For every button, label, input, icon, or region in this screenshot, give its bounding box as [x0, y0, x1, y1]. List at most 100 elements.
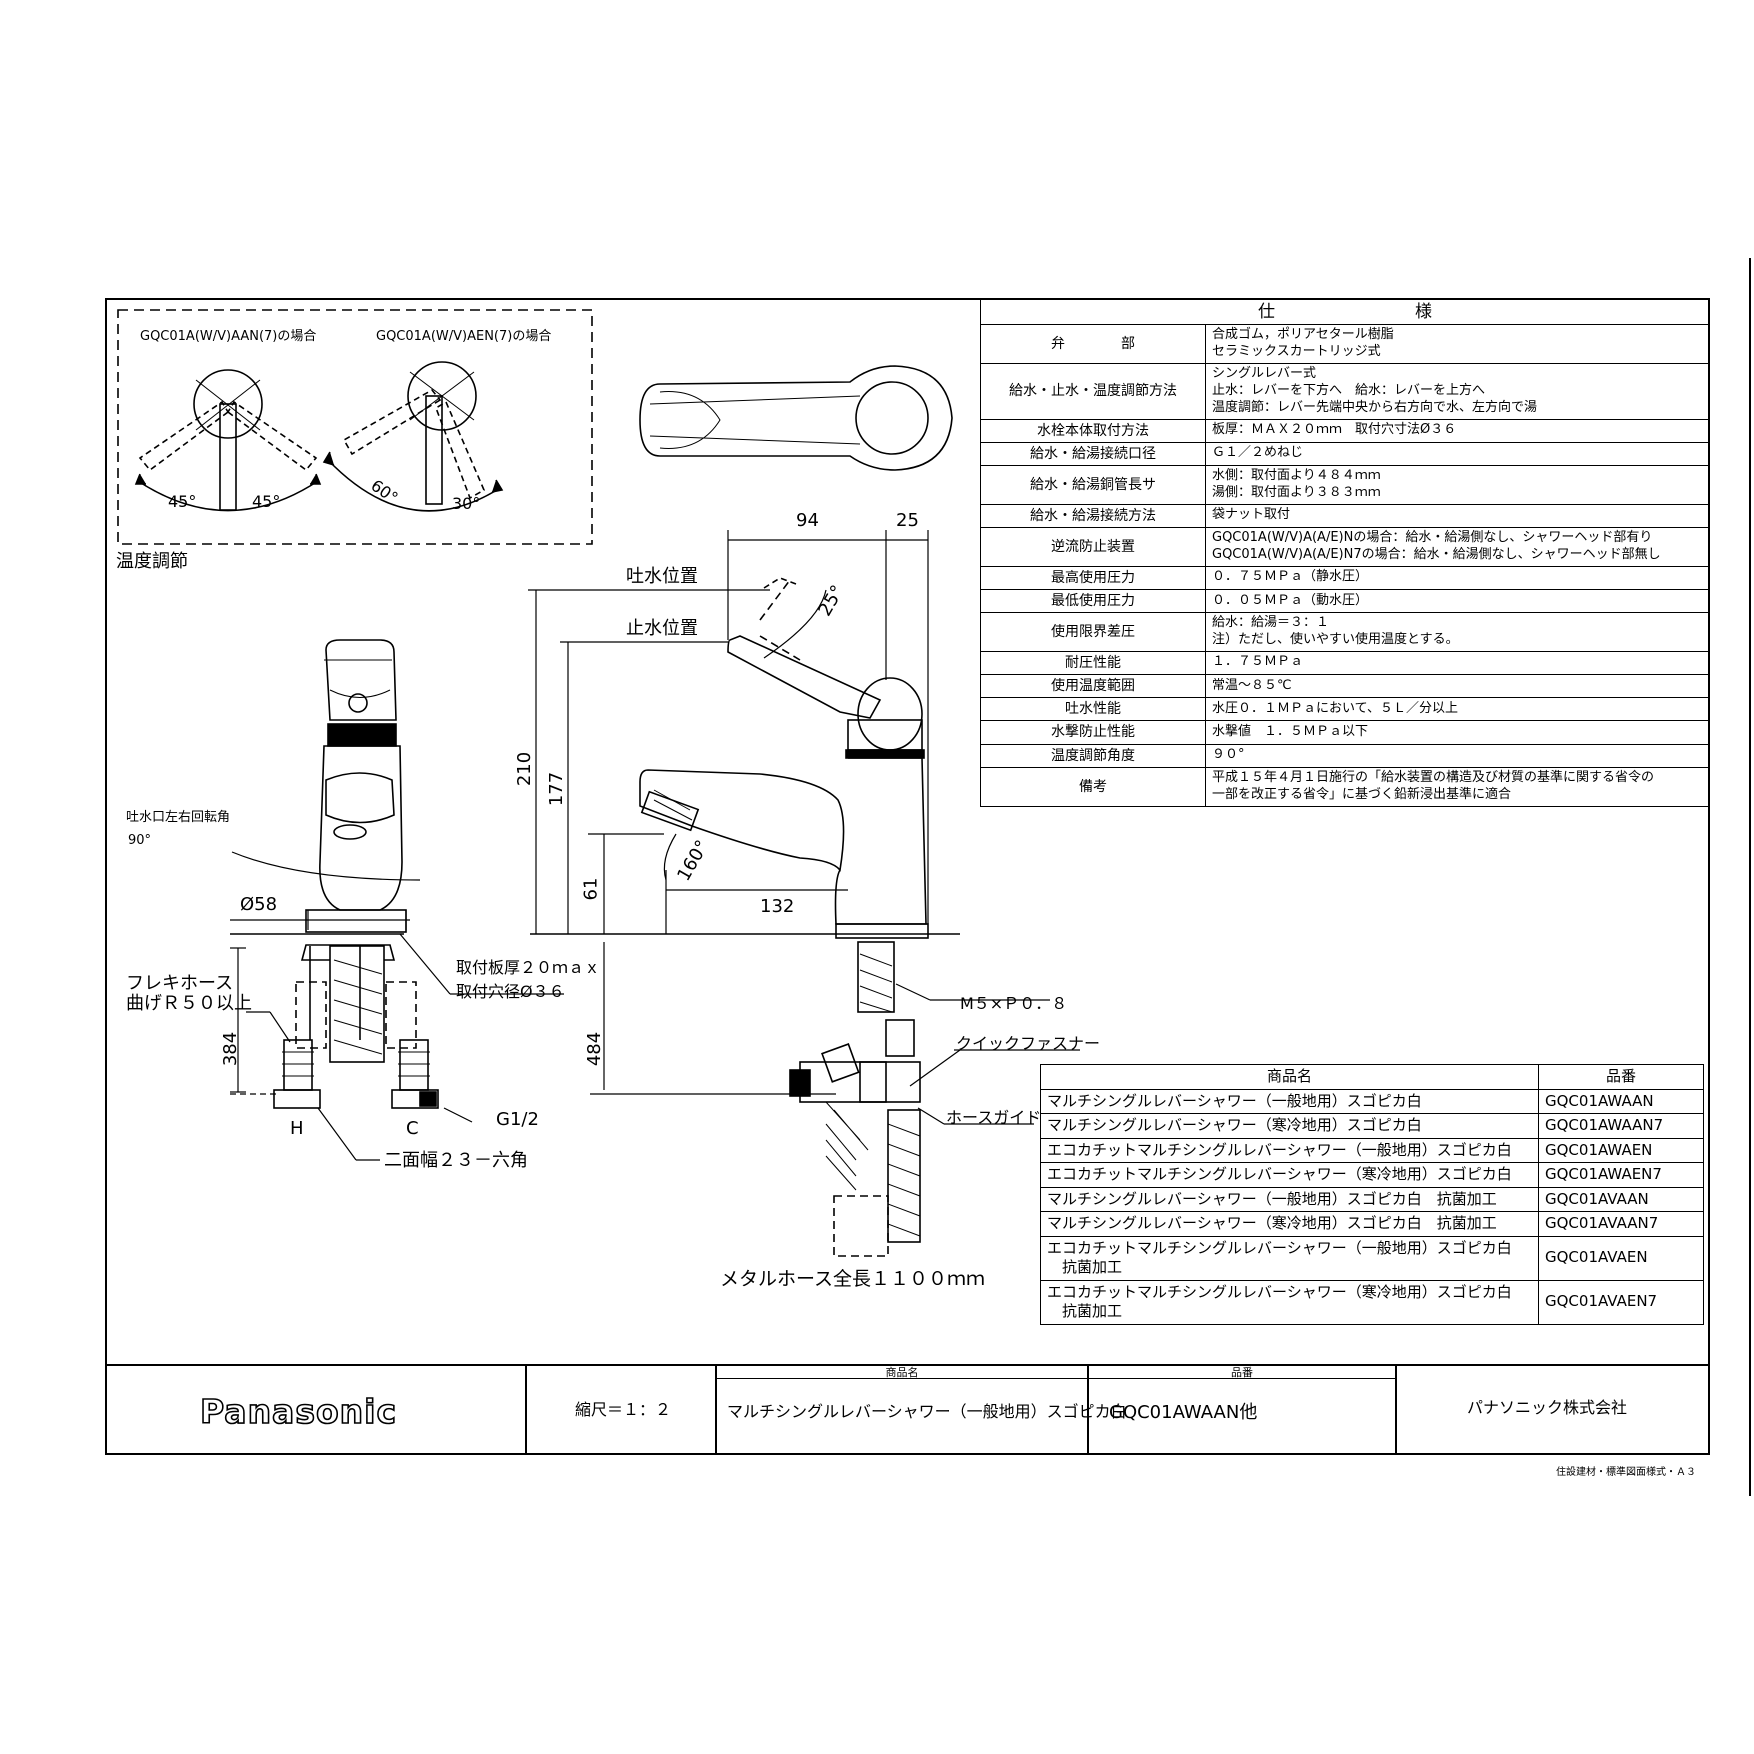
company-name: パナソニック株式会社 — [1467, 1398, 1628, 1417]
spout-on-label: 吐水位置 — [626, 566, 698, 587]
product-row-name: エコカチットマルチシングルレバーシャワー（寒冷地用）スゴピカ白 — [1040, 1162, 1539, 1188]
dim-94: 94 — [796, 510, 819, 531]
front-view-faucet-icon — [230, 639, 439, 1109]
dim-132: 132 — [760, 896, 795, 917]
spec-value-line: GQC01A(W/V)A(A/E)Nの場合：給水・給湯側なし、シャワーヘッド部有… — [1212, 529, 1653, 545]
side-view-faucet-icon — [530, 577, 960, 1257]
spec-row: 水撃防止性能水撃値 １．５ＭＰａ以下 — [980, 720, 1710, 745]
spec-key: 温度調節角度 — [980, 743, 1206, 768]
dim-177: 177 — [546, 771, 568, 807]
scale-label: 縮尺＝１：２ — [575, 1400, 672, 1419]
spec-value: ０．７５ＭＰａ（静水圧） — [1205, 565, 1710, 590]
spec-value: 板厚：ＭＡＸ２０ｍｍ 取付穴寸法Ø３６ — [1205, 418, 1710, 443]
spec-value-line: 平成１５年４月１日施行の「給水装置の構造及び材質の基準に関する省令の — [1212, 769, 1655, 785]
spec-value-line: 湯側：取付面より３８３ｍｍ — [1212, 484, 1381, 500]
rotation-value: 90° — [128, 833, 152, 848]
product-row-code: GQC01AWAEN — [1538, 1137, 1704, 1163]
product-row-name: エコカチットマルチシングルレバーシャワー（寒冷地用）スゴピカ白 抗菌加工 — [1040, 1279, 1539, 1325]
temperature-adjust-label: 温度調節 — [116, 551, 188, 572]
variant-right-caption: GQC01A(W/V)AEN(7)の場合 — [376, 329, 552, 344]
spec-value-line: ０．７５ＭＰａ（静水圧） — [1212, 569, 1369, 585]
hex-label: 二面幅２３－六角 — [384, 1150, 528, 1171]
spec-value: 常温～８５℃ — [1205, 674, 1710, 699]
dim-58: Ø58 — [240, 894, 278, 915]
spec-value: 袋ナット取付 — [1205, 503, 1710, 528]
spec-value-line: 水側：取付面より４８４ｍｍ — [1212, 467, 1381, 483]
spec-key: 給水・給湯銅管長サ — [980, 464, 1206, 505]
spec-row: 使用温度範囲常温～８５℃ — [980, 674, 1710, 699]
side-view-dimensions — [528, 530, 1080, 1125]
dim-384: 384 — [220, 1031, 242, 1067]
metal-hose-length-label: メタルホース全長１１００ｍｍ — [720, 1268, 986, 1290]
product-code-head: 品番 — [1089, 1364, 1395, 1379]
spout-off-label: 止水位置 — [626, 618, 698, 639]
drawing-frame — [105, 298, 1710, 1455]
dim-25: 25 — [896, 510, 919, 531]
dim-61: 61 — [580, 877, 602, 901]
front-view-dimensions — [230, 851, 564, 1161]
mount-hole-label: 取付穴径Ø３６ — [456, 982, 565, 1001]
spec-row: 備考平成１５年４月１日施行の「給水装置の構造及び材質の基準に関する省令の一部を改… — [980, 766, 1710, 807]
spec-value-line: 常温～８５℃ — [1212, 677, 1292, 693]
title-block: Panasonic 縮尺＝１：２ 商品名 マルチシングルレバーシャワー（一般地用… — [105, 1364, 1710, 1454]
spec-value-line: 板厚：ＭＡＸ２０ｍｍ 取付穴寸法Ø３６ — [1212, 422, 1457, 438]
product-row-name: エコカチットマルチシングルレバーシャワー（一般地用）スゴピカ白 抗菌加工 — [1040, 1235, 1539, 1281]
spec-key: 弁 部 — [980, 324, 1206, 364]
spec-value: １．７５ＭＰａ — [1205, 650, 1710, 676]
spec-value: GQC01A(W/V)A(A/E)Nの場合：給水・給湯側なし、シャワーヘッド部有… — [1205, 526, 1710, 567]
lever-variant-aen-icon — [322, 361, 504, 512]
lever-variant-aan-icon — [134, 369, 322, 512]
angle-label: 45° — [168, 492, 197, 511]
product-table-name-header: 商品名 — [1040, 1064, 1539, 1090]
dim-210: 210 — [514, 751, 536, 787]
product-table-code-header: 品番 — [1538, 1064, 1704, 1090]
product-row-name: マルチシングルレバーシャワー（寒冷地用）スゴピカ白 抗菌加工 — [1040, 1211, 1539, 1237]
spec-value-line: 給水：給湯＝３：１ — [1212, 615, 1330, 631]
spec-value: Ｇ１／２めねじ — [1205, 441, 1710, 466]
spec-value-line: ０．０５ＭＰａ（動水圧） — [1212, 592, 1369, 608]
rotation-label: 吐水口左右回転角 — [126, 810, 231, 825]
spec-value-line: 注）ただし、使いやすい使用温度とする。 — [1212, 631, 1459, 647]
dim-484: 484 — [584, 1031, 606, 1067]
spec-key: 最高使用圧力 — [980, 565, 1206, 590]
product-row-code: GQC01AWAEN7 — [1538, 1162, 1704, 1188]
spec-value-line: セラミックスカートリッジ式 — [1212, 343, 1381, 359]
m5-thread-label: M５×Ｐ０．８ — [960, 994, 1068, 1013]
spec-key: 給水・止水・温度調節方法 — [980, 362, 1206, 420]
spec-row: 給水・給湯接続方法袋ナット取付 — [980, 503, 1710, 528]
spec-value-line: Ｇ１／２めねじ — [1212, 445, 1304, 461]
spec-value: 水撃値 １．５ＭＰａ以下 — [1205, 720, 1710, 745]
port-c-label: C — [406, 1118, 419, 1139]
spec-value-line: シングルレバー式 — [1212, 365, 1317, 381]
variant-left-caption: GQC01A(W/V)AAN(7)の場合 — [140, 329, 317, 344]
flex-hose-bend-label: 曲げＲ５０以上 — [126, 993, 252, 1014]
product-row-code: GQC01AVAEN — [1538, 1235, 1704, 1281]
product-row-name: マルチシングルレバーシャワー（一般地用）スゴピカ白 — [1040, 1088, 1539, 1114]
spec-row: 給水・止水・温度調節方法シングルレバー式止水：レバーを下方へ 給水：レバーを上方… — [980, 362, 1710, 420]
thread-g12-label: G1/2 — [496, 1109, 539, 1130]
spec-key: 水撃防止性能 — [980, 720, 1206, 745]
spec-value: シングルレバー式止水：レバーを下方へ 給水：レバーを上方へ温度調節：レバー先端中… — [1205, 362, 1710, 420]
spec-key: 吐水性能 — [980, 697, 1206, 722]
spec-table-header: 仕様 — [980, 298, 1710, 326]
spec-value: ９０° — [1205, 743, 1710, 768]
spec-key: 備考 — [980, 766, 1206, 807]
angle-label: 45° — [252, 492, 281, 511]
product-name-head: 商品名 — [717, 1364, 1087, 1379]
product-row-code: GQC01AWAAN — [1538, 1088, 1704, 1114]
spec-key: 逆流防止装置 — [980, 526, 1206, 567]
spec-value-line: 合成ゴム，ポリアセタール樹脂 — [1212, 327, 1394, 343]
spec-value-line: 水圧０．１ＭＰａにおいて、５Ｌ／分以上 — [1212, 700, 1458, 716]
